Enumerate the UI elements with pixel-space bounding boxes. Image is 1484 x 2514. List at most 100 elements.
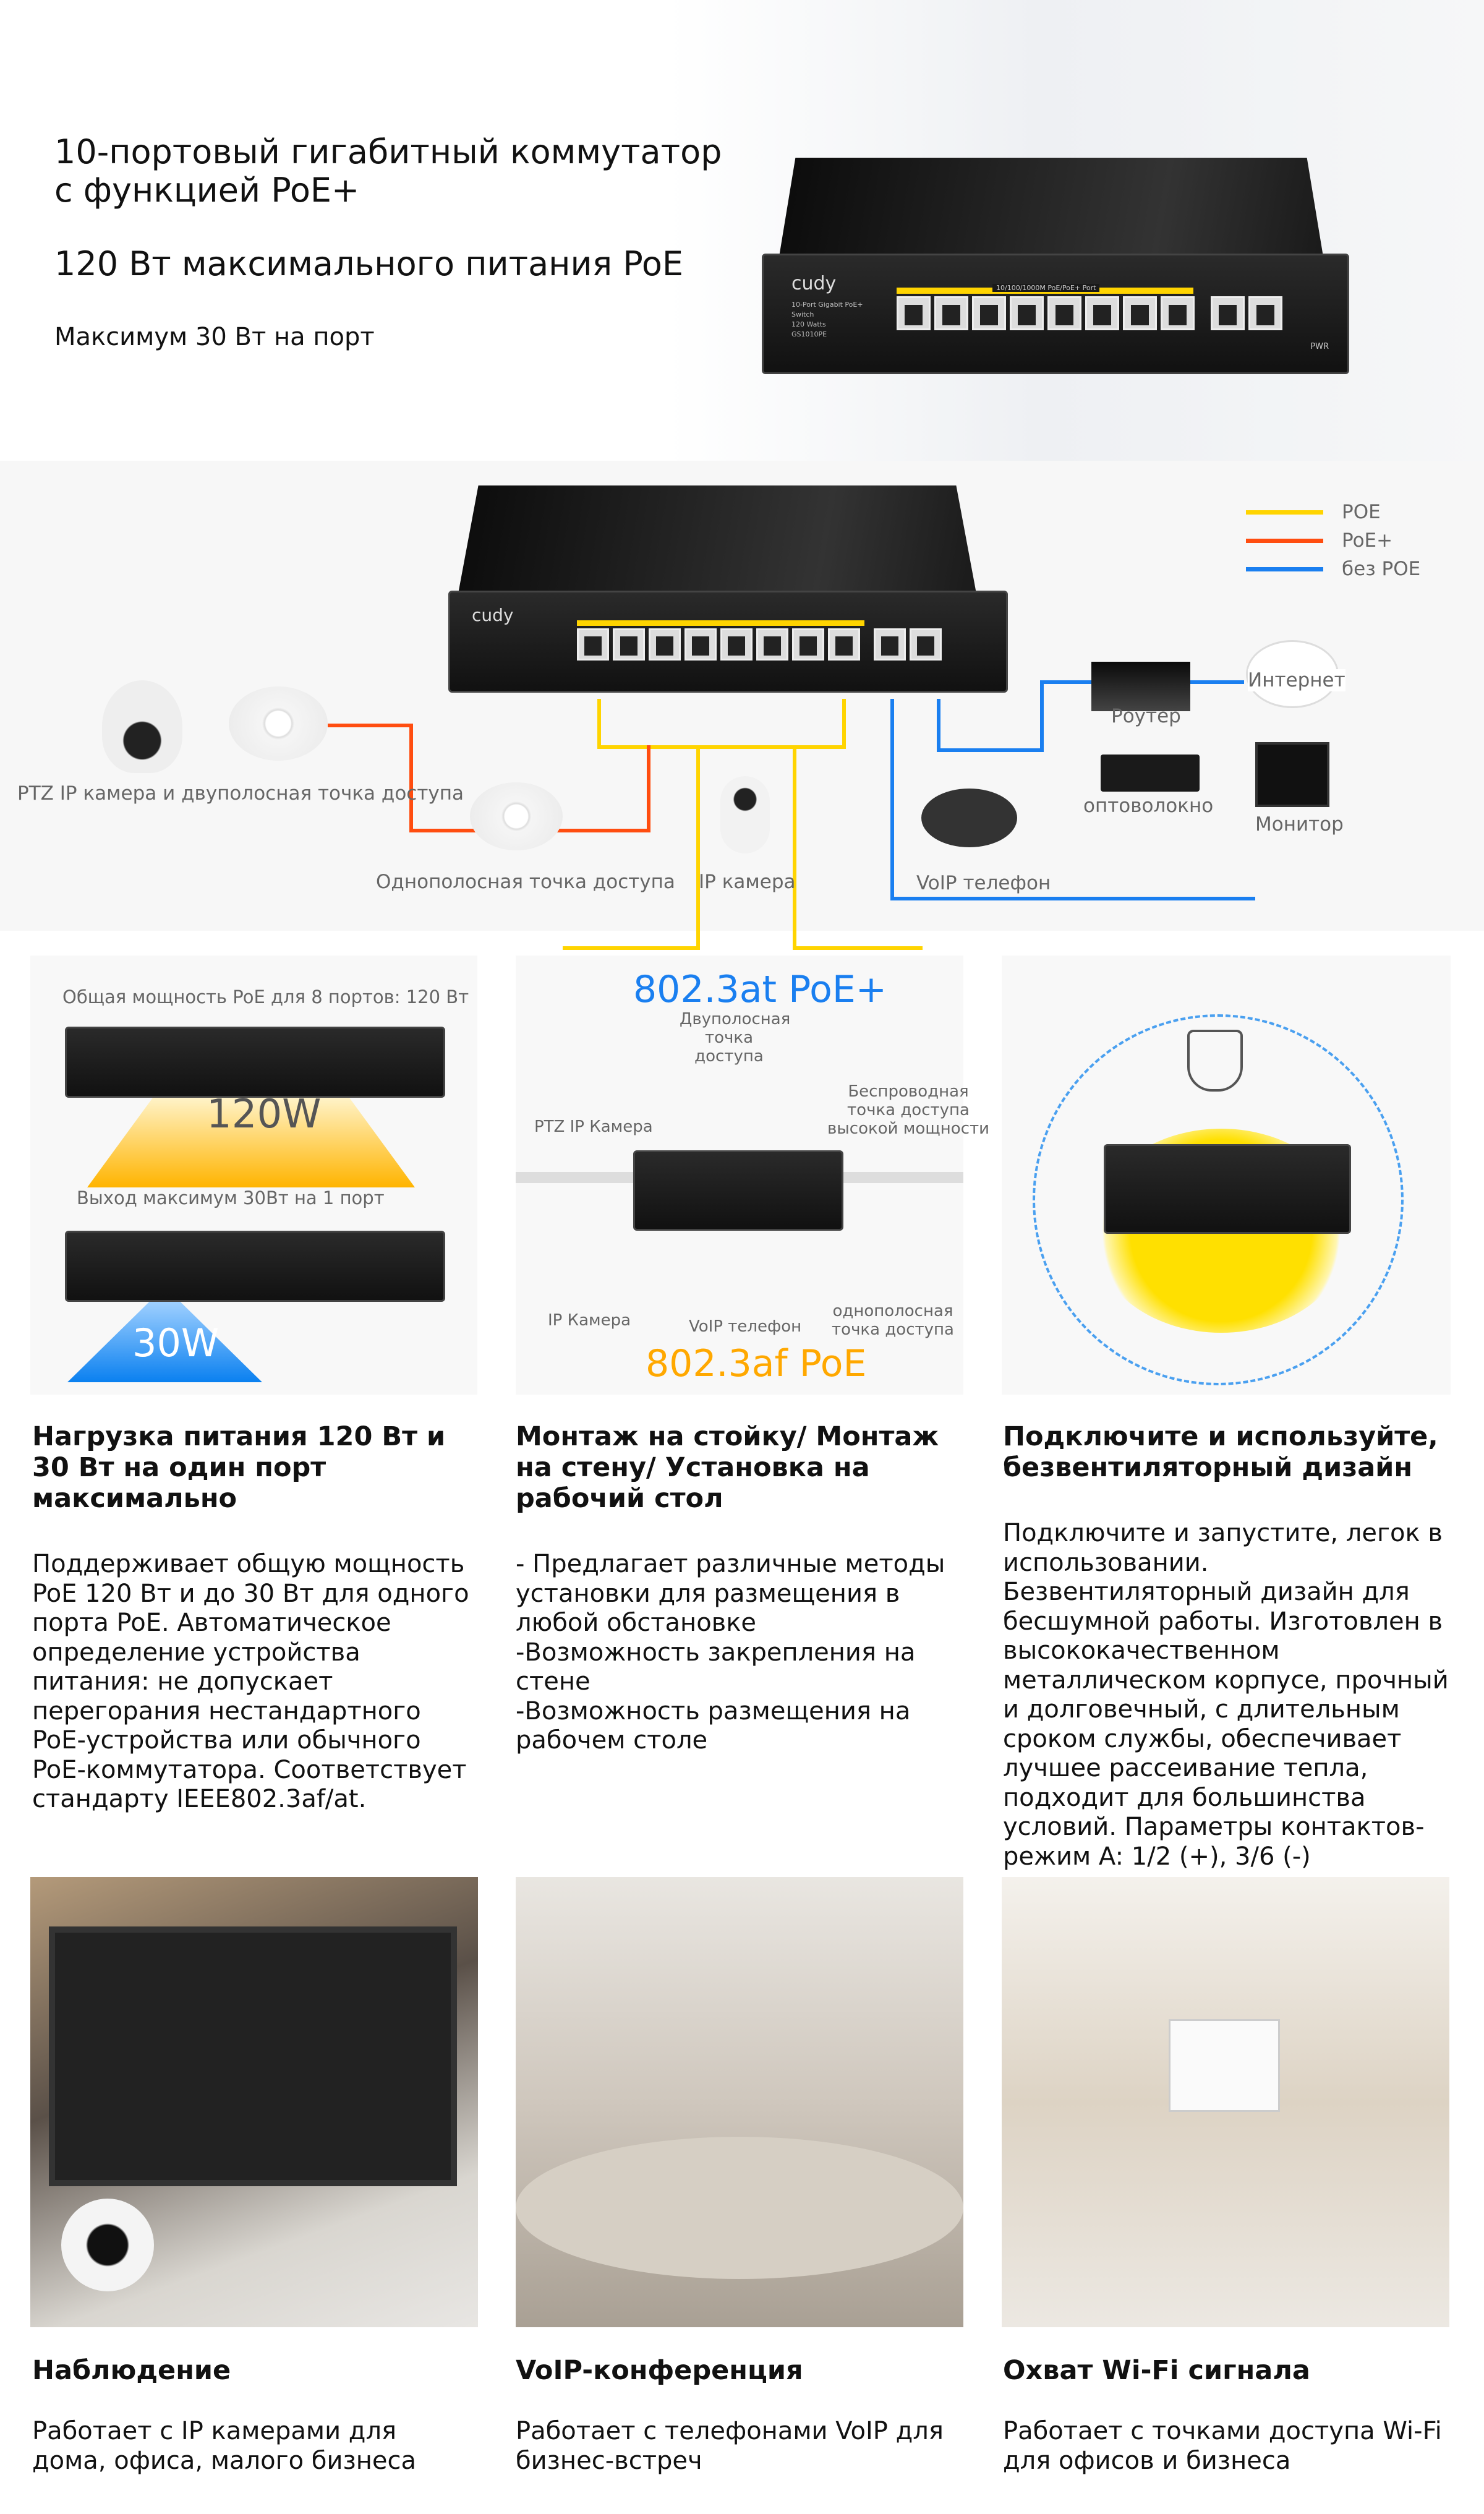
- poe-strip: [577, 620, 864, 626]
- network-diagram: cudy POE PoE+ без POE PTZ IP камера и дв…: [0, 461, 1484, 950]
- label-fiber: оптоволокно: [1083, 795, 1214, 817]
- cable-poe: [793, 946, 923, 950]
- feature-title: Монтаж на стойку/ Монтаж на стену/ Устан…: [516, 1421, 939, 1514]
- cable-nopoe: [937, 699, 940, 751]
- per-port-value: 30W: [132, 1320, 220, 1366]
- model-line: 10-Port Gigabit PoE+ Switch: [791, 301, 863, 319]
- label-single-ap: однополосная точка доступа: [832, 1302, 954, 1339]
- label-dual-ap: Двуполосная точка доступа: [680, 1010, 791, 1066]
- switch-image: [633, 1150, 843, 1231]
- cable-poe: [842, 699, 846, 748]
- cable-nopoe: [937, 748, 1042, 752]
- wifi-photo: [1002, 1877, 1449, 2327]
- total-power-value: 120W: [207, 1092, 322, 1137]
- label-ptz: PTZ IP Камера: [534, 1118, 653, 1136]
- label-monitor: Монитор: [1255, 813, 1344, 836]
- usecase-title: Охват Wi-Fi сигнала: [1003, 2355, 1310, 2386]
- hero-subtitle: 120 Вт максимального питания PoE: [54, 244, 684, 283]
- table-image: [516, 2137, 963, 2279]
- usecase-wifi: Охват Wi-Fi сигнала Работает с точками д…: [1003, 2355, 1454, 2476]
- hero-banner: 10-портовый гигабитный коммутатор с функ…: [0, 0, 1484, 461]
- feature-power: Нагрузка питания 120 Вт и 30 Вт на один …: [32, 1421, 477, 1815]
- usecase-text: Работает с IP камерами для дома, офиса, …: [32, 2417, 416, 2475]
- switch-front: cudy: [448, 591, 1008, 693]
- port-group: [897, 296, 1282, 330]
- legend-swatch-nopoe: [1246, 567, 1323, 571]
- usecase-voip: VoIP-конференция Работает с телефонами V…: [516, 2355, 967, 2476]
- voip-phone-icon: [921, 789, 1017, 847]
- pwr-label: PWR: [1310, 342, 1329, 351]
- fiber-box-icon: [1101, 755, 1200, 792]
- voip-photo: [516, 1877, 963, 2327]
- access-point-icon: [229, 686, 328, 761]
- legend-swatch-poeplus: [1246, 538, 1323, 543]
- feature-text: Подключите и запустите, легок в использо…: [1003, 1519, 1449, 1871]
- feature-text: - Предлагает различные методы установки …: [516, 1550, 945, 1755]
- legend-poe: POE: [1342, 501, 1381, 523]
- standard-at-label: 802.3at PoE+: [633, 968, 887, 1011]
- cable-nopoe: [890, 897, 1255, 900]
- standard-af-label: 802.3af PoE: [646, 1342, 867, 1385]
- label-voip: VoIP телефон: [916, 872, 1051, 894]
- mounting-panel: 802.3at PoE+ Двуполосная точка доступа P…: [516, 956, 989, 1395]
- feature-title: Подключите и используйте, безвентиляторн…: [1003, 1421, 1438, 1483]
- usecase-text: Работает с точками доступа Wi-Fi для офи…: [1003, 2417, 1442, 2475]
- ip-camera-icon: [720, 776, 770, 853]
- port-label: 10/100/1000M PoE/PoE+ Port: [992, 284, 1100, 292]
- port-group: [577, 628, 942, 661]
- label-router: Роутер: [1111, 705, 1181, 727]
- cable-poe: [793, 745, 796, 949]
- total-power-label: Общая мощность PoE для 8 портов: 120 Вт: [62, 986, 469, 1007]
- cable-poe: [597, 745, 846, 749]
- model-line: 120 Watts: [791, 320, 826, 328]
- label-internet: Интернет: [1248, 669, 1345, 691]
- router-icon: [1091, 662, 1190, 711]
- camera-image: [61, 2199, 154, 2291]
- fox-logo-icon: [1187, 1030, 1243, 1092]
- label-ip-cam: IP Камера: [548, 1311, 631, 1330]
- feature-fanless: Подключите и используйте, безвентиляторн…: [1003, 1421, 1454, 1871]
- cable-poeplus: [647, 745, 650, 832]
- access-point-icon: [470, 782, 563, 850]
- cable-poeplus: [409, 724, 413, 832]
- cable-nopoe: [890, 699, 894, 900]
- monitor-image: [49, 1926, 457, 2186]
- brand-logo: cudy: [791, 273, 837, 294]
- label-single-ap: Однополосная точка доступа: [376, 871, 675, 893]
- fanless-panel: [1002, 956, 1451, 1395]
- switch-top: [458, 485, 977, 597]
- feature-text: Поддерживает общую мощность PoE 120 Вт и…: [32, 1550, 469, 1813]
- switch-top: [779, 158, 1323, 257]
- legend: POE PoE+ без POE: [1246, 498, 1420, 583]
- label-hp-ap: Беспроводная точка доступа высокой мощно…: [827, 1082, 990, 1138]
- legend-nopoe: без POE: [1342, 558, 1421, 580]
- usecase-title: VoIP-конференция: [516, 2355, 803, 2386]
- legend-swatch-poe: [1246, 510, 1323, 515]
- cable-poe: [597, 699, 601, 748]
- switch-image: [65, 1231, 445, 1302]
- surveillance-photo: [30, 1877, 478, 2327]
- brand-logo: cudy: [472, 605, 514, 625]
- label-voip: VoIP телефон: [689, 1317, 802, 1336]
- label-ptz: PTZ IP камера и двуполосная точка доступ…: [17, 782, 464, 805]
- label-ip-camera: IP камера: [699, 871, 796, 893]
- hero-note: Максимум 30 Вт на порт: [54, 323, 375, 351]
- per-port-label: Выход максимум 30Вт на 1 порт: [77, 1187, 385, 1208]
- switch-image: [65, 1027, 445, 1098]
- cooling-circle: [1033, 1014, 1404, 1385]
- usecase-text: Работает с телефонами VoIP для бизнес-вс…: [516, 2417, 944, 2475]
- cable-poe: [563, 946, 700, 950]
- usecase-surveillance: Наблюдение Работает с IP камерами для до…: [32, 2355, 477, 2476]
- usecase-title: Наблюдение: [32, 2355, 231, 2386]
- cable-poeplus: [328, 724, 412, 727]
- hero-title: 10-портовый гигабитный коммутатор с функ…: [54, 132, 722, 210]
- ptz-camera-icon: [102, 680, 182, 773]
- power-panel: Общая мощность PoE для 8 портов: 120 Вт …: [30, 956, 477, 1395]
- monitor-icon: [1255, 742, 1329, 807]
- model-line: GS1010PE: [791, 330, 827, 338]
- cable-poe: [696, 745, 700, 949]
- feature-title: Нагрузка питания 120 Вт и 30 Вт на один …: [32, 1421, 446, 1514]
- feature-mounting: Монтаж на стойку/ Монтаж на стену/ Устан…: [516, 1421, 967, 1756]
